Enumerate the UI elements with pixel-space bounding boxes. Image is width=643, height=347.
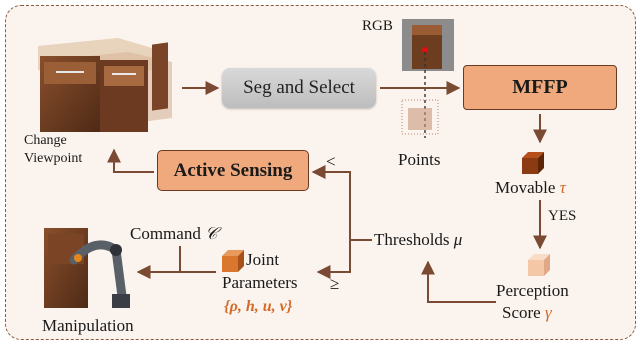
perception-cube-icon bbox=[528, 254, 550, 276]
perception-line1: Perception bbox=[496, 281, 569, 300]
active-sensing-node: Active Sensing bbox=[157, 150, 309, 191]
seg-and-select-node: Seg and Select bbox=[222, 68, 376, 108]
command-label: Command 𝒞 bbox=[130, 224, 218, 244]
change-viewpoint-label: Change Viewpoint bbox=[24, 132, 82, 168]
active-sensing-label: Active Sensing bbox=[173, 159, 293, 181]
arrow-thresholds-to-active bbox=[311, 165, 372, 241]
mffp-node: MFFP bbox=[463, 65, 617, 110]
arrow-thresholds-to-joint bbox=[316, 240, 351, 279]
parameters-label: Parameters bbox=[222, 273, 298, 292]
arrow-perception-to-thresholds bbox=[421, 260, 496, 303]
change-viewpoint-line2: Viewpoint bbox=[24, 151, 83, 166]
seg-and-select-label: Seg and Select bbox=[243, 77, 355, 98]
command-text: Command bbox=[130, 224, 201, 243]
manipulation-label: Manipulation bbox=[42, 316, 134, 335]
joint-parameters-cube-icon bbox=[222, 250, 244, 272]
movable-label: Movable τ bbox=[495, 178, 566, 198]
movable-symbol: τ bbox=[559, 178, 566, 197]
cabinet-image bbox=[38, 38, 172, 132]
thresholds-text: Thresholds bbox=[374, 230, 450, 249]
mffp-label: MFFP bbox=[512, 76, 568, 98]
rgb-image bbox=[402, 19, 454, 71]
geq-label: ≥ bbox=[330, 274, 340, 293]
yes-label: YES bbox=[548, 208, 577, 224]
rgb-label: RGB bbox=[362, 18, 393, 34]
perception-symbol: γ bbox=[544, 303, 552, 322]
thresholds-symbol: μ bbox=[453, 230, 463, 249]
perception-line2: Score bbox=[502, 303, 541, 322]
point-cloud-icon bbox=[401, 99, 439, 135]
command-symbol: 𝒞 bbox=[205, 224, 218, 243]
movable-text: Movable bbox=[495, 178, 556, 197]
perception-score-label: Perception Score γ bbox=[496, 280, 569, 324]
movable-cube-icon bbox=[522, 152, 544, 174]
arrow-active-to-cabinet bbox=[107, 148, 154, 173]
points-label: Points bbox=[398, 150, 441, 169]
thresholds-label: Thresholds μ bbox=[374, 230, 462, 250]
joint-params-label: {ρ, h, u, v} bbox=[224, 298, 293, 315]
joint-label: Joint bbox=[246, 250, 280, 269]
change-viewpoint-line1: Change bbox=[24, 133, 67, 148]
less-than-label: < bbox=[326, 152, 336, 171]
robot-manipulation-image bbox=[44, 228, 130, 308]
